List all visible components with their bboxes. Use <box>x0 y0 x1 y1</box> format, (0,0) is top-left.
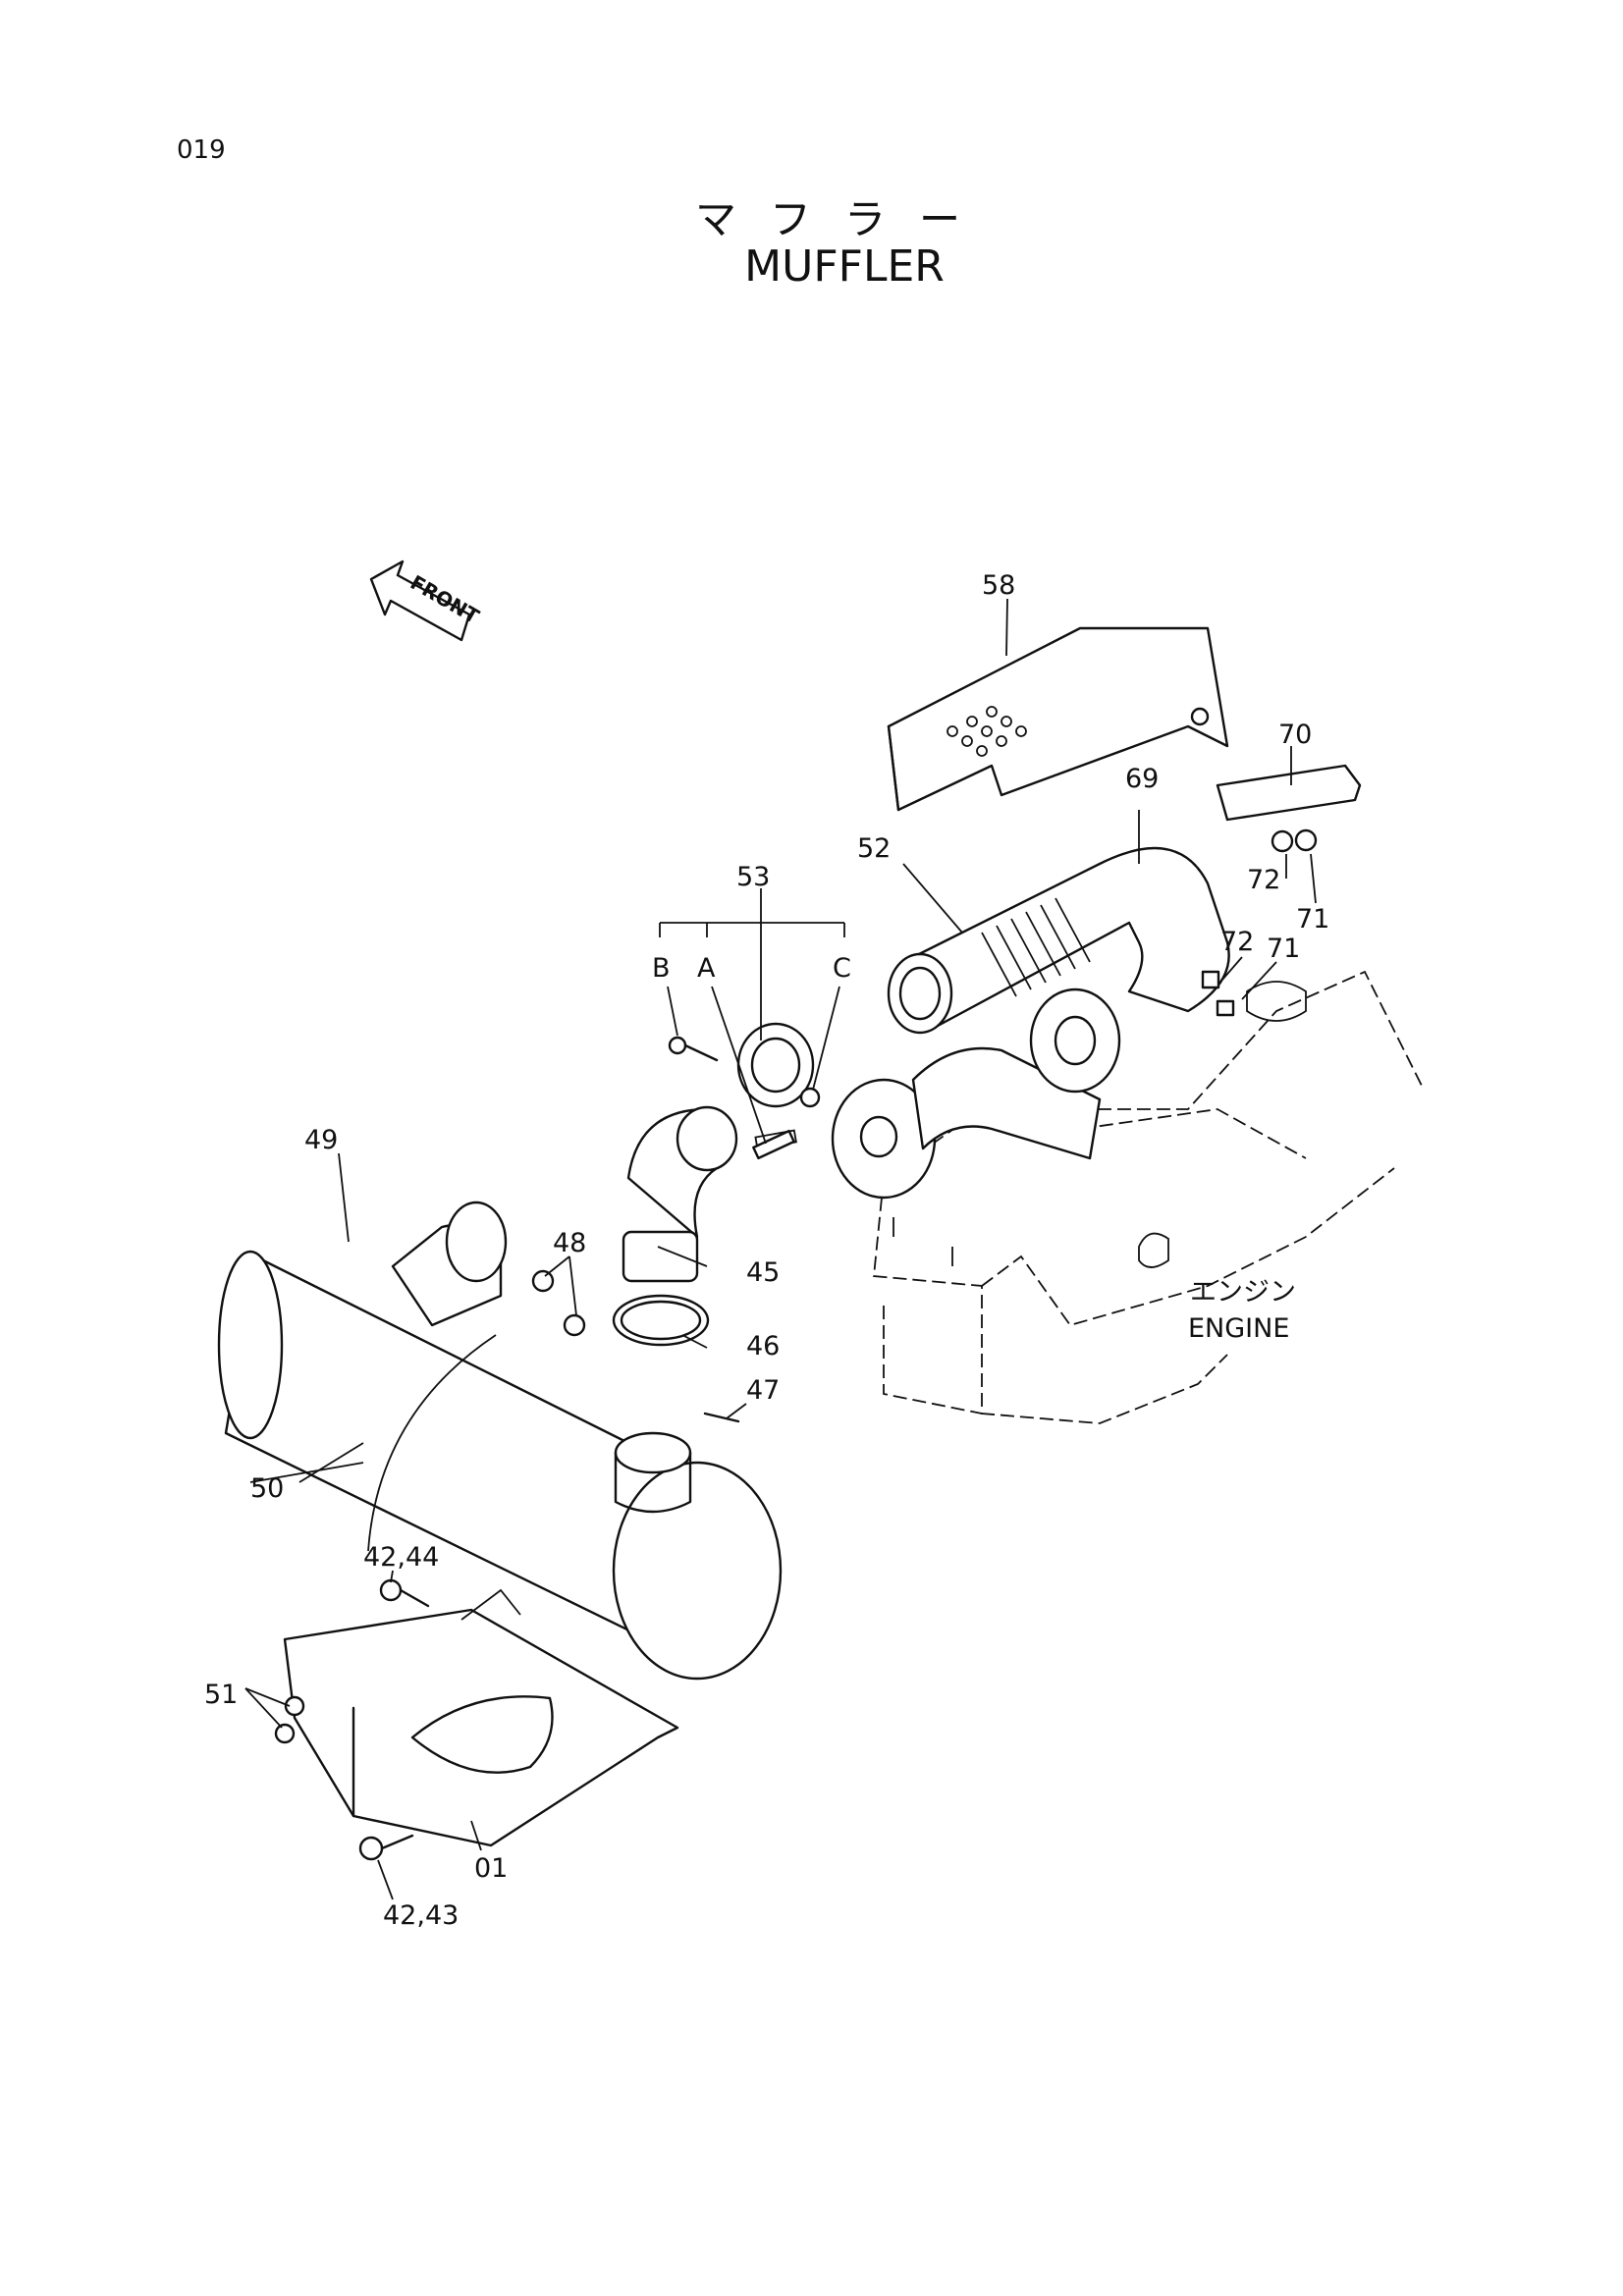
label-01: 01 <box>474 1853 508 1884</box>
label-70: 70 <box>1278 720 1312 750</box>
title-english: MUFFLER <box>744 241 945 292</box>
label-53: 53 <box>736 862 770 892</box>
label-71-upper: 71 <box>1296 904 1329 934</box>
page-number: 019 <box>177 135 226 165</box>
label-72-upper: 72 <box>1247 865 1280 895</box>
label-c: C <box>833 953 851 984</box>
label-50: 50 <box>250 1473 284 1504</box>
label-46: 46 <box>746 1331 780 1362</box>
label-42-43: 42,43 <box>383 1900 459 1931</box>
title-japanese: マフラー <box>694 195 994 243</box>
label-b: B <box>652 953 671 984</box>
muffler-support-bracket <box>283 1588 679 1847</box>
label-69: 69 <box>1125 764 1159 794</box>
muffler-cover <box>887 626 1229 812</box>
label-a: A <box>697 953 716 984</box>
muffler-body <box>217 1201 783 1681</box>
front-arrow-icon: FRONT <box>369 560 483 642</box>
label-45: 45 <box>746 1257 780 1288</box>
label-58: 58 <box>982 570 1015 601</box>
engine-label-en: ENGINE <box>1188 1313 1289 1344</box>
engine-block <box>873 970 1425 1424</box>
label-49: 49 <box>304 1125 338 1155</box>
label-52: 52 <box>857 833 891 864</box>
turbocharger <box>831 988 1121 1200</box>
exhaust-connector <box>612 1022 815 1347</box>
engine-label-jp: エンジン <box>1190 1277 1296 1308</box>
label-72-lower: 72 <box>1220 927 1254 957</box>
part-labels: 58 70 69 52 53 B A C 72 71 72 71 49 48 4… <box>204 570 1329 1931</box>
leader-lines <box>244 598 1317 1900</box>
fasteners <box>274 707 1318 1861</box>
label-42-44: 42,44 <box>363 1542 439 1573</box>
label-51: 51 <box>204 1680 238 1710</box>
label-48: 48 <box>553 1228 586 1258</box>
bracket-70 <box>1216 764 1362 822</box>
label-47: 47 <box>746 1375 780 1406</box>
label-71-lower: 71 <box>1267 934 1300 964</box>
flexible-exhaust-pipe <box>887 846 1230 1035</box>
